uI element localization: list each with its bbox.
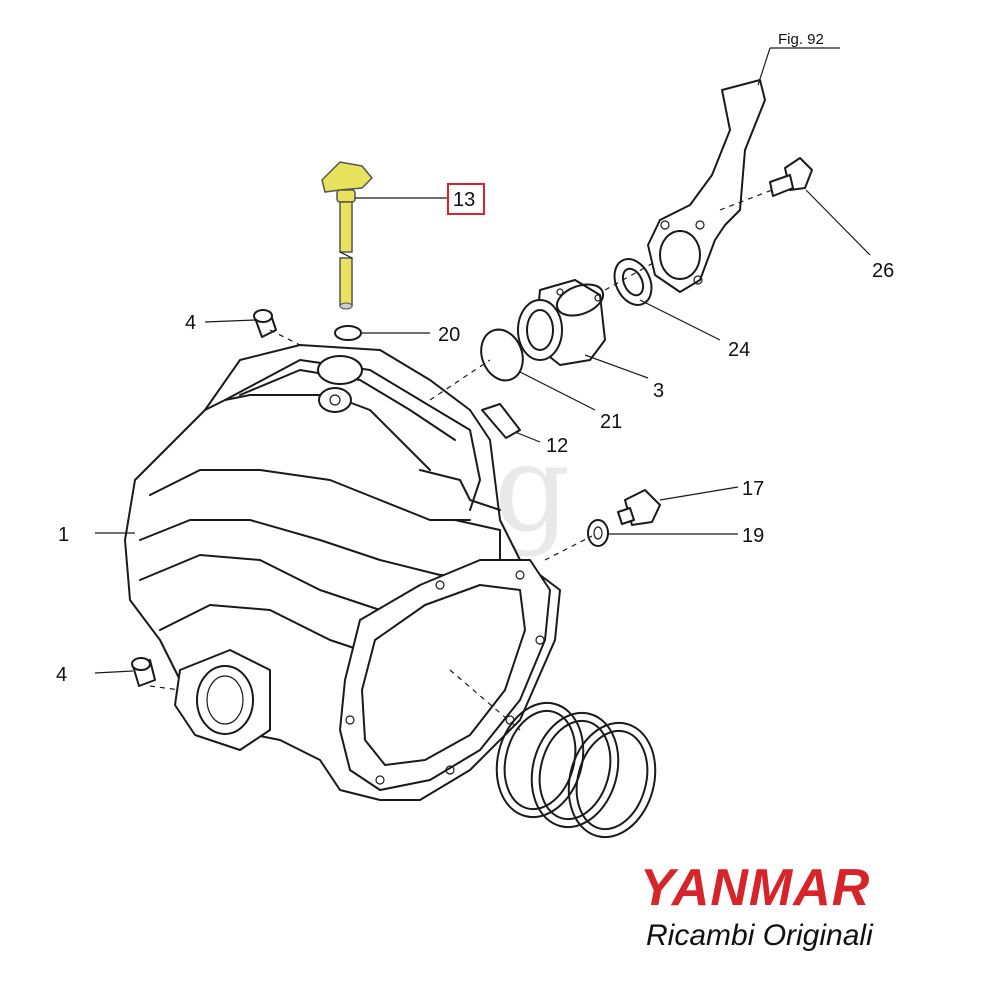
- plug-part-17[interactable]: [617, 489, 661, 526]
- callout-13[interactable]: 13: [453, 189, 475, 211]
- callout-26[interactable]: 26: [872, 260, 894, 282]
- callout-20[interactable]: 20: [438, 324, 460, 346]
- callout-24[interactable]: 24: [728, 339, 750, 361]
- plate-part-12[interactable]: [481, 403, 521, 439]
- o-ring-part-20[interactable]: [334, 325, 362, 341]
- bearing-housing-part-3[interactable]: [517, 279, 607, 366]
- callout-19[interactable]: 19: [742, 525, 764, 547]
- callout-4-upper[interactable]: 4: [185, 312, 196, 334]
- callout-4-lower[interactable]: 4: [56, 664, 67, 686]
- callout-12[interactable]: 12: [546, 435, 568, 457]
- callout-1[interactable]: 1: [58, 524, 69, 546]
- leader-lines: [94, 47, 871, 731]
- housing-part-1[interactable]: [124, 344, 561, 801]
- washer-part-19[interactable]: [587, 519, 609, 547]
- brand-name: YANMAR: [640, 859, 871, 917]
- brand-logo: YANMAR Ricambi Originali: [640, 860, 940, 956]
- callout-21[interactable]: 21: [600, 411, 622, 433]
- highlight-box-13: [447, 183, 485, 215]
- o-ring-part-21[interactable]: [474, 324, 529, 387]
- brand-tagline: Ricambi Originali: [646, 919, 873, 952]
- coupling-rings[interactable]: [484, 693, 667, 847]
- figure-reference[interactable]: Fig. 92: [778, 31, 824, 48]
- callout-3[interactable]: 3: [653, 380, 664, 402]
- bolt-part-26[interactable]: [769, 157, 813, 197]
- seal-part-24[interactable]: [607, 253, 658, 311]
- callout-17[interactable]: 17: [742, 478, 764, 500]
- dipstick-part-13[interactable]: [321, 161, 374, 310]
- bushing-part-4-lower[interactable]: [131, 657, 156, 687]
- lever-bracket-fig92[interactable]: [647, 79, 766, 293]
- bushing-part-4-upper[interactable]: [253, 309, 277, 338]
